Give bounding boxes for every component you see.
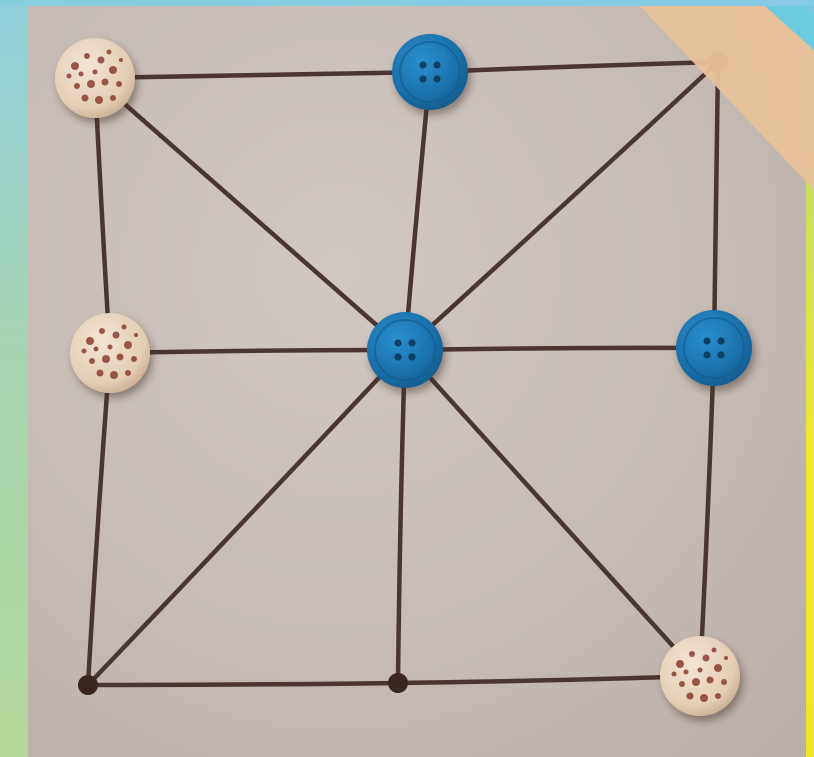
line-middle-left-bottom-left: [88, 353, 110, 685]
point-bottom-left[interactable]: [78, 675, 98, 695]
speckled-piece-top-left[interactable]: [55, 38, 135, 118]
line-top-right-center: [405, 62, 718, 350]
point-bottom-center[interactable]: [388, 673, 408, 693]
line-top-right-middle-right: [714, 62, 718, 348]
line-bottom-left-bottom-center: [88, 683, 398, 685]
line-middle-left-center: [110, 350, 405, 353]
line-center-middle-right: [405, 348, 714, 350]
line-top-left-top-center: [95, 72, 430, 78]
line-top-center-top-right: [430, 62, 718, 72]
line-center-bottom-right: [405, 350, 700, 676]
line-center-bottom-center: [398, 350, 405, 683]
blue-piece-middle-right[interactable]: [676, 310, 752, 386]
speckled-piece-middle-left[interactable]: [70, 313, 150, 393]
blue-piece-top-center[interactable]: [392, 34, 468, 110]
line-center-bottom-left: [88, 350, 405, 685]
point-top-right[interactable]: [708, 52, 728, 72]
line-middle-right-bottom-right: [700, 348, 714, 676]
line-top-left-center: [95, 78, 405, 350]
blue-piece-center[interactable]: [367, 312, 443, 388]
line-top-center-center: [405, 72, 430, 350]
line-top-left-middle-left: [95, 78, 110, 353]
line-bottom-center-bottom-right: [398, 676, 700, 683]
speckled-piece-bottom-right[interactable]: [660, 636, 740, 716]
